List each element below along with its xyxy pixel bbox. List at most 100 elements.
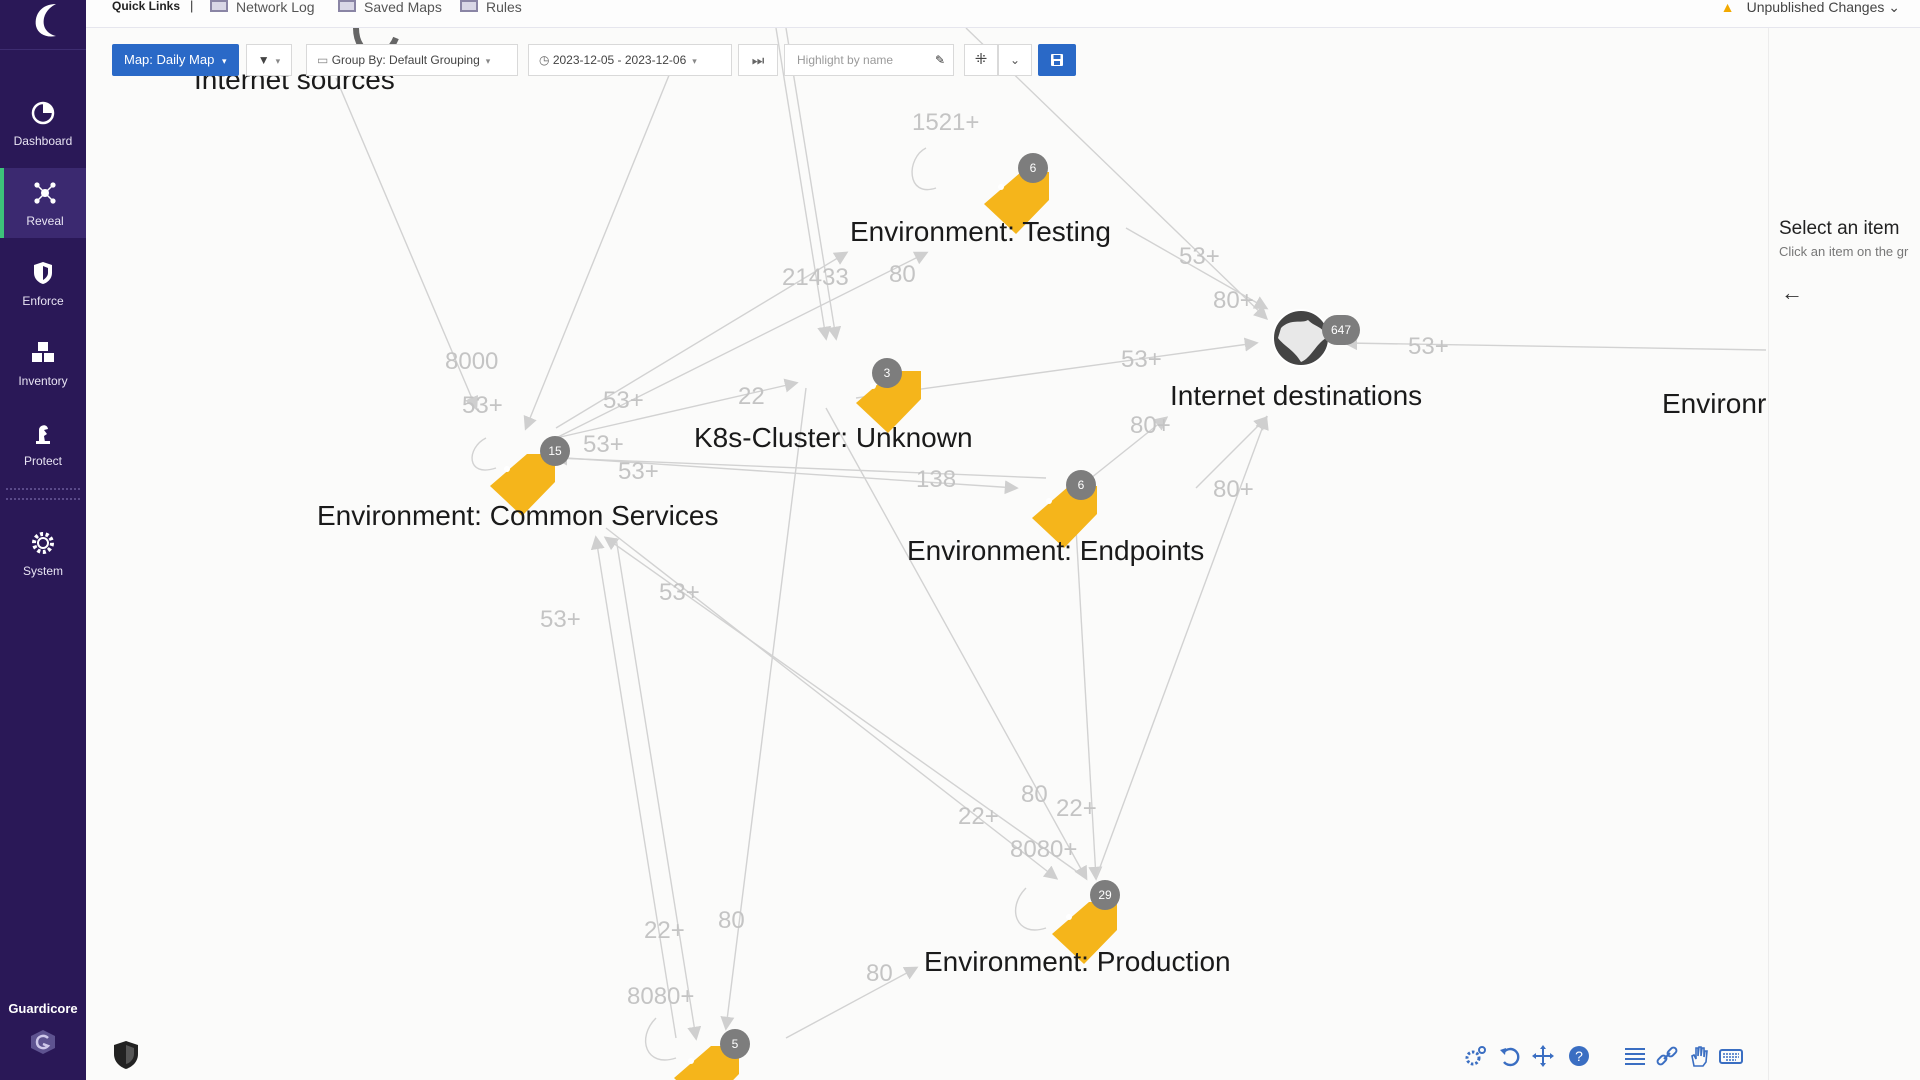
help-icon[interactable]: ? xyxy=(1566,1044,1592,1068)
map-select-button[interactable]: Map: Daily Map ▾ xyxy=(112,44,239,76)
edge-label: 80 xyxy=(718,907,745,934)
edge-label: 80+ xyxy=(1213,287,1254,314)
protect-icon xyxy=(36,425,50,444)
edge-label: 80 xyxy=(889,261,916,288)
saved-maps-icon xyxy=(338,0,356,12)
nav-label: Dashboard xyxy=(13,134,73,148)
save-icon xyxy=(1051,54,1063,66)
quick-link-label: Saved Maps xyxy=(364,0,442,15)
quick-link-saved-maps[interactable]: Saved Maps xyxy=(338,0,442,15)
back-arrow-icon[interactable]: ← xyxy=(1781,280,1803,305)
node-environment-endpoints[interactable]: Environment: Endpoints xyxy=(907,535,1205,566)
pan-hand-icon[interactable] xyxy=(1686,1044,1712,1068)
quick-link-network-log[interactable]: Network Log xyxy=(210,0,315,15)
label-tags xyxy=(490,172,1117,1080)
node-count-badge: 6 xyxy=(1018,153,1048,183)
settings-icon[interactable] xyxy=(1462,1044,1488,1068)
nav-label: System xyxy=(22,564,63,578)
edge-label: 8080+ xyxy=(1010,836,1078,863)
node-count-badge: 5 xyxy=(720,1029,750,1059)
edge-label: 1521+ xyxy=(912,109,980,136)
folder-icon: ▭ xyxy=(317,53,329,67)
policy-shield-icon[interactable] xyxy=(112,1040,140,1070)
nav-dashboard[interactable]: Dashboard xyxy=(0,88,86,158)
quick-link-label: Network Log xyxy=(236,0,315,15)
edge-label: 22+ xyxy=(644,917,685,944)
edge-label: 53+ xyxy=(1179,243,1220,270)
chevron-down-icon: ⌄ xyxy=(1009,53,1021,67)
nav-enforce[interactable]: Enforce xyxy=(0,248,86,318)
reveal-icon xyxy=(34,182,56,204)
node-count-badge: 29 xyxy=(1090,880,1120,910)
edge-label: 21433 xyxy=(782,264,849,291)
quick-links-title: Quick Links xyxy=(112,0,181,13)
rules-icon xyxy=(460,0,478,12)
filter-icon: ▼ xyxy=(257,53,270,67)
map-select-label: Map: Daily Map xyxy=(124,52,215,67)
skip-forward-icon: ⏭ xyxy=(751,52,765,68)
pencil-icon[interactable]: ✎ xyxy=(934,53,945,67)
edge-label: 53+ xyxy=(540,606,581,633)
save-map-button[interactable] xyxy=(1038,44,1076,76)
globe-icon xyxy=(1272,309,1330,367)
panel-title: Select an item xyxy=(1779,218,1900,239)
node-count-badge: 6 xyxy=(1066,470,1096,500)
edge-label: 8080+ xyxy=(627,983,695,1010)
panel-subtitle: Click an item on the gr xyxy=(1779,244,1909,259)
edge-label: 53+ xyxy=(618,458,659,485)
nav-inventory[interactable]: Inventory xyxy=(0,328,86,398)
node-k8s-cluster-unknown[interactable]: K8s-Cluster: Unknown xyxy=(694,422,973,453)
node-count-badge: 3 xyxy=(872,358,902,388)
group-by-select[interactable]: ▭ Group By: Default Grouping▾ xyxy=(306,44,518,76)
layout-dropdown[interactable]: ⌄ xyxy=(998,44,1032,76)
keyboard-icon[interactable] xyxy=(1718,1044,1744,1068)
edge-label: 53+ xyxy=(1121,346,1162,373)
node-environment-common-services[interactable]: Environment: Common Services xyxy=(317,500,719,531)
guardicore-logo[interactable] xyxy=(0,0,86,50)
network-log-icon xyxy=(210,0,228,12)
brand-name: Guardicore xyxy=(8,1001,78,1016)
nav-protect[interactable]: Protect xyxy=(0,408,86,478)
fit-to-screen-icon[interactable] xyxy=(1530,1044,1556,1068)
highlight-search-input[interactable]: Highlight by name ✎ xyxy=(784,44,954,76)
edge-label: 22 xyxy=(738,383,765,410)
edge-label: 80+ xyxy=(1130,412,1171,439)
network-map-canvas[interactable]: Internet sources Environment: Testing K8… xyxy=(86,28,1768,1080)
edge-label: 53+ xyxy=(603,387,644,414)
gear-icon xyxy=(32,532,54,554)
item-details-panel: Select an item Click an item on the gr ← xyxy=(1768,28,1920,1080)
edge-label: 22+ xyxy=(1056,795,1097,822)
quick-link-rules[interactable]: Rules xyxy=(460,0,522,15)
nav-reveal[interactable]: Reveal xyxy=(0,168,86,238)
unpublished-label: Unpublished Changes xyxy=(1746,0,1885,15)
edge-label: 80 xyxy=(866,960,893,987)
date-range-label: 2023-12-05 - 2023-12-06 xyxy=(552,53,687,67)
list-view-icon[interactable] xyxy=(1622,1044,1648,1068)
edge-label: 80+ xyxy=(1213,476,1254,503)
node-environment-partial[interactable]: Environr xyxy=(1662,388,1767,419)
skip-to-latest-button[interactable]: ⏭ xyxy=(738,44,778,76)
date-range-picker[interactable]: ◷ 2023-12-05 - 2023-12-06▾ xyxy=(528,44,732,76)
nav-label: Reveal xyxy=(26,214,64,228)
node-environment-production[interactable]: Environment: Production xyxy=(924,946,1231,977)
edge-label: 8000 xyxy=(445,348,499,375)
left-nav-sidebar: Dashboard Reveal Enforce Inventory Prot xyxy=(0,0,86,1080)
node-environment-testing[interactable]: Environment: Testing xyxy=(850,216,1111,247)
nav-divider xyxy=(6,488,80,500)
link-icon[interactable] xyxy=(1654,1044,1680,1068)
node-internet-destinations[interactable]: Internet destinations xyxy=(1170,380,1423,411)
edge-label: 138 xyxy=(916,466,957,493)
group-by-label: Group By: Default Grouping xyxy=(331,53,480,67)
layout-button[interactable]: ⁜ xyxy=(964,44,998,76)
unpublished-changes-link[interactable]: ▲ Unpublished Changes ⌄ xyxy=(1720,0,1900,15)
nav-system[interactable]: System xyxy=(0,518,86,588)
reset-view-icon[interactable] xyxy=(1498,1044,1524,1068)
nav-label: Enforce xyxy=(22,294,64,308)
enforce-shield-icon xyxy=(34,262,52,284)
filter-button[interactable]: ▼▾ xyxy=(246,44,292,76)
edge-label: 53+ xyxy=(1408,333,1449,360)
edge-label: 53+ xyxy=(659,579,700,606)
brand-logo-icon[interactable] xyxy=(28,1028,58,1056)
edge-label: 53+ xyxy=(583,431,624,458)
dashboard-icon xyxy=(31,101,55,125)
